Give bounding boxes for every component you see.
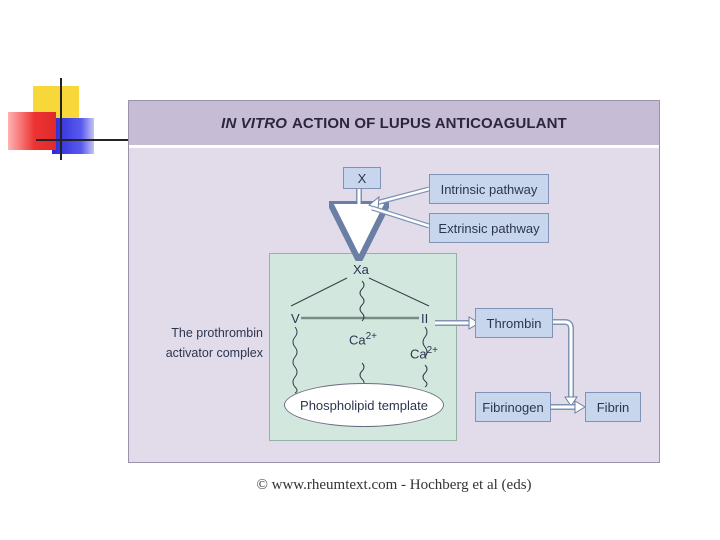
- title-rest: ACTION OF LUPUS ANTICOAGULANT: [291, 114, 567, 132]
- copyright-credit: © www.rheumtext.com - Hochberg et al (ed…: [256, 477, 532, 493]
- calcium-right-charge: 2+: [426, 345, 439, 356]
- node-thrombin: Thrombin: [475, 308, 553, 338]
- title-italic: IN VITRO: [221, 114, 287, 132]
- slide-decoration: [0, 0, 130, 170]
- node-v-label: V: [291, 311, 300, 326]
- node-intrinsic-label: Intrinsic pathway: [440, 181, 538, 197]
- diagram-connectors: [290, 186, 586, 414]
- node-ii-label: II: [421, 311, 429, 326]
- node-fibrin-label: Fibrin: [596, 399, 630, 415]
- squiggle-center: [359, 280, 365, 322]
- node-fibrin: Fibrin: [585, 392, 641, 422]
- arrow-thrombin-to-fibrin: [553, 319, 574, 399]
- horizontal-line: [36, 139, 128, 141]
- calcium-right: Ca2+: [410, 345, 438, 361]
- node-xa-label: Xa: [353, 262, 369, 277]
- calcium-center: Ca2+: [349, 331, 377, 347]
- squiggle-right-low: [422, 364, 428, 388]
- node-thrombin-label: Thrombin: [486, 315, 542, 331]
- node-extrinsic-pathway: Extrinsic pathway: [429, 213, 549, 243]
- node-fibrinogen-label: Fibrinogen: [482, 399, 544, 415]
- calcium-center-charge: 2+: [365, 331, 378, 342]
- red-square: [8, 112, 56, 150]
- blue-square: [52, 118, 94, 154]
- phospholipid-label: Phospholipid template: [300, 397, 428, 413]
- calcium-center-text: Ca: [349, 332, 366, 348]
- complex-label-line2: activator complex: [165, 346, 263, 360]
- node-phospholipid-template: Phospholipid template: [284, 383, 444, 427]
- xa-to-v-line: [290, 277, 348, 307]
- squiggle-center-low: [359, 362, 365, 386]
- prothrombin-complex-label: The prothrombin activator complex: [165, 323, 263, 363]
- diagram-title: IN VITRO ACTION OF LUPUS ANTICOAGULANT: [129, 101, 659, 148]
- vertical-line: [60, 78, 62, 160]
- diagram-figure: IN VITRO ACTION OF LUPUS ANTICOAGULANT: [128, 100, 660, 463]
- node-x-label: X: [357, 170, 367, 186]
- squiggle-left: [292, 326, 298, 394]
- complex-label-line1: The prothrombin: [171, 326, 263, 340]
- node-intrinsic-pathway: Intrinsic pathway: [429, 174, 549, 204]
- node-x: X: [343, 167, 381, 189]
- calcium-right-text: Ca: [410, 346, 427, 362]
- node-fibrinogen: Fibrinogen: [475, 392, 551, 422]
- node-extrinsic-label: Extrinsic pathway: [438, 220, 540, 236]
- squiggle-right: [422, 326, 428, 358]
- xa-to-ii-line: [368, 277, 430, 307]
